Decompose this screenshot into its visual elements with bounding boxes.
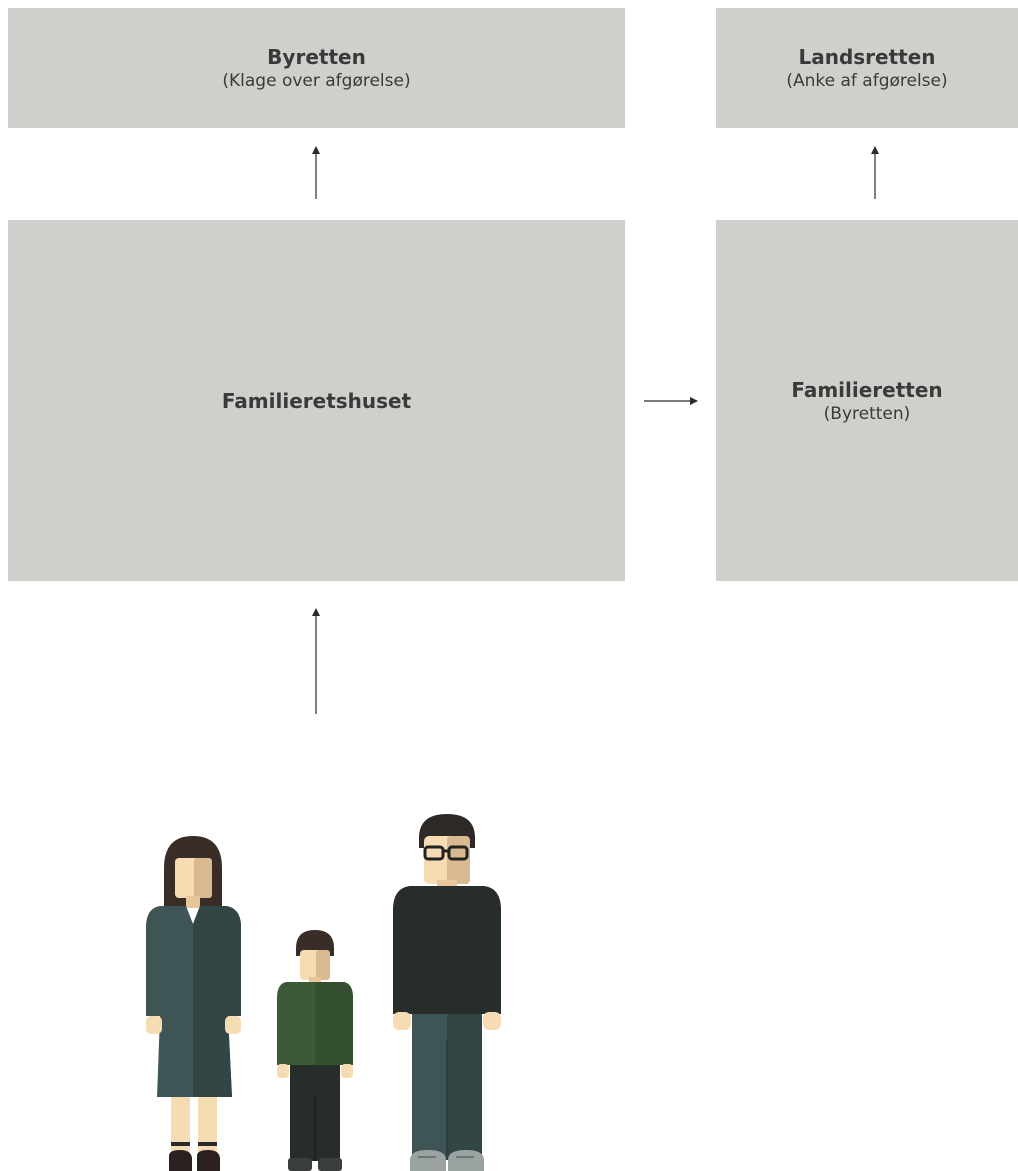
glasses-icon [423, 845, 469, 861]
woman-figure [146, 836, 241, 1171]
box-byretten: Byretten (Klage over afgørelse) [8, 8, 625, 128]
box-familieretten-subtitle: (Byretten) [823, 403, 911, 424]
box-byretten-subtitle: (Klage over afgørelse) [222, 71, 411, 91]
box-familieretten: Familieretten (Byretten) [716, 220, 1018, 581]
box-landsretten-subtitle: (Anke af afgørelse) [786, 71, 948, 91]
box-byretten-title: Byretten [267, 45, 366, 69]
child-figure [277, 930, 353, 1171]
box-familieretshuset-title: Familieretshuset [221, 388, 412, 413]
family-illustration [146, 814, 501, 1171]
man-figure [393, 814, 501, 1171]
box-familieretten-title: Familieretten [791, 377, 943, 402]
box-landsretten-title: Landsretten [798, 45, 936, 69]
box-familieretshuset: Familieretshuset [8, 220, 625, 581]
box-landsretten: Landsretten (Anke af afgørelse) [716, 8, 1018, 128]
